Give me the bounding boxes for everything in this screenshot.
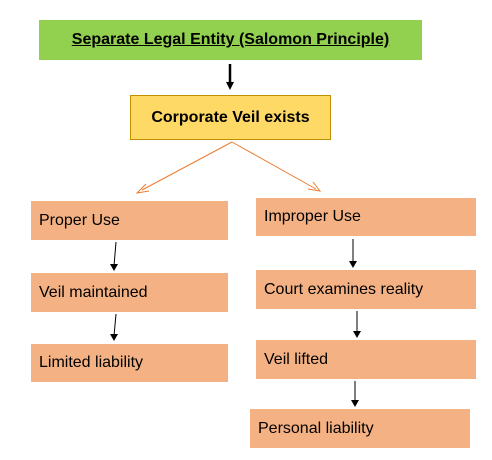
proper-use-label: Proper Use (39, 211, 120, 229)
improper-use-label: Improper Use (264, 208, 361, 225)
improper-use-box: Improper Use (256, 198, 476, 236)
limited-liability-label: Limited liability (39, 354, 144, 371)
arrow-veil-maintained-to-limited-liability (110, 313, 118, 341)
salomon-principle-box: Separate Legal Entity (Salomon Principle… (39, 20, 422, 60)
arrow-title-to-veil (226, 64, 234, 90)
veil-maintained-box: Veil maintained (31, 273, 228, 312)
arrow-veil-lifted-to-personal-liability (351, 381, 359, 407)
corporate-veil-label: Corporate Veil exists (151, 108, 310, 126)
arrow-proper-use-to-veil-maintained (110, 241, 118, 271)
proper-use-box: Proper Use (31, 201, 228, 240)
arrow-veil-to-proper-use (135, 141, 233, 194)
veil-lifted-box: Veil lifted (256, 340, 476, 379)
court-examines-label: Court examines reality (264, 280, 424, 298)
veil-lifted-label: Veil lifted (264, 350, 329, 368)
corporate-veil-box: Corporate Veil exists (130, 95, 331, 140)
arrow-improper-use-to-court-examines (349, 239, 357, 268)
court-examines-box: Court examines reality (256, 270, 476, 309)
arrow-court-examines-to-veil-lifted (353, 311, 361, 338)
personal-liability-box: Personal liability (250, 409, 470, 448)
limited-liability-box: Limited liability (31, 344, 228, 382)
veil-maintained-label: Veil maintained (39, 283, 148, 301)
arrow-veil-to-improper-use (231, 141, 322, 192)
personal-liability-label: Personal liability (258, 419, 374, 437)
salomon-principle-label: Separate Legal Entity (Salomon Principle… (71, 31, 390, 48)
